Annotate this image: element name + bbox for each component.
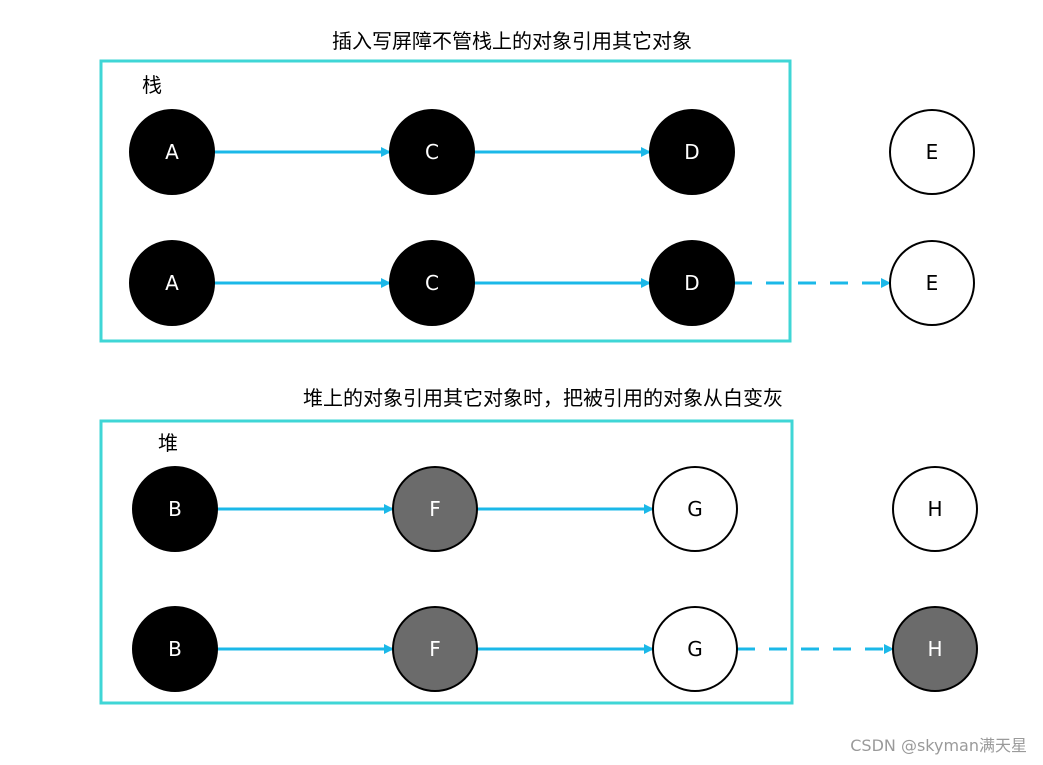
- node-h-gray: [892, 606, 978, 692]
- node-c-black: [389, 240, 475, 326]
- section-title: 插入写屏障不管栈上的对象引用其它对象: [332, 29, 692, 53]
- watermark: CSDN @skyman满天星: [850, 736, 1027, 755]
- node-c-black: [389, 109, 475, 195]
- node-label: H: [927, 637, 942, 661]
- node-a-black: [129, 109, 215, 195]
- section-heap: 堆上的对象引用其它对象时，把被引用的对象从白变灰 堆 B F G H B F G H: [99, 386, 978, 705]
- node-g-white: [652, 606, 738, 692]
- heap-graph: B F G H B F G H: [132, 466, 978, 692]
- node-d-black: [649, 109, 735, 195]
- node-label: G: [687, 637, 703, 661]
- node-label: D: [684, 140, 699, 164]
- node-label: E: [926, 271, 939, 295]
- node-label: E: [926, 140, 939, 164]
- node-label: H: [927, 497, 942, 521]
- stack-box-label: 栈: [142, 73, 162, 97]
- node-h-white: [892, 466, 978, 552]
- heap-box: [99, 419, 794, 705]
- node-e-white: [889, 240, 975, 326]
- node-label: G: [687, 497, 703, 521]
- node-label: F: [429, 497, 441, 521]
- node-label: B: [168, 637, 182, 661]
- node-label: D: [684, 271, 699, 295]
- node-b-black: [132, 466, 218, 552]
- node-b-black: [132, 606, 218, 692]
- node-a-black: [129, 240, 215, 326]
- heap-box-label: 堆: [158, 431, 178, 455]
- node-f-gray: [392, 606, 478, 692]
- node-label: B: [168, 497, 182, 521]
- section-title: 堆上的对象引用其它对象时，把被引用的对象从白变灰: [303, 386, 783, 410]
- stack-graph: A C D E A C D E: [129, 109, 975, 326]
- node-label: C: [425, 140, 439, 164]
- node-d-black: [649, 240, 735, 326]
- node-label: F: [429, 637, 441, 661]
- section-stack: 插入写屏障不管栈上的对象引用其它对象 栈 A C D E A C D E: [99, 29, 975, 343]
- node-e-white: [889, 109, 975, 195]
- node-label: C: [425, 271, 439, 295]
- stack-box: [99, 59, 792, 343]
- node-label: A: [165, 140, 179, 164]
- node-g-white: [652, 466, 738, 552]
- node-label: A: [165, 271, 179, 295]
- node-f-gray: [392, 466, 478, 552]
